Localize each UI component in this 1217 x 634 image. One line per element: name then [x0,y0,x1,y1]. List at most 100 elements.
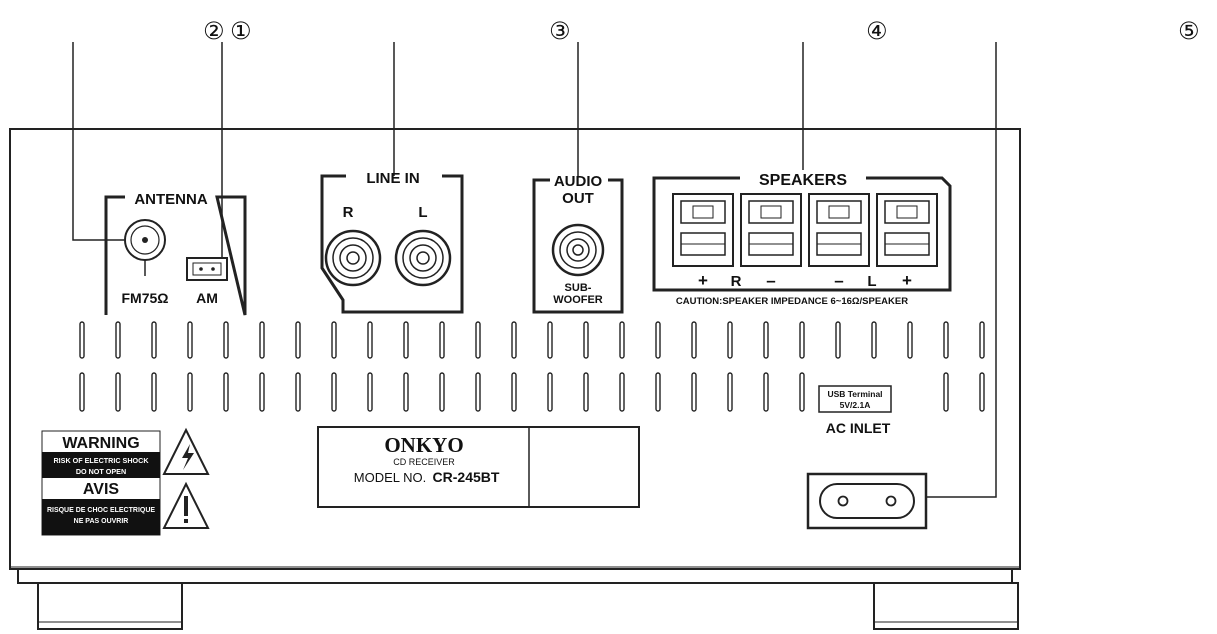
electric-shock-warning-icon [162,427,210,475]
warning-text-2: DO NOT OPEN [76,467,126,476]
vent-slot [763,372,769,412]
warning-text-1: RISK OF ELECTRIC SHOCK [53,456,149,465]
vent-slot [583,321,589,359]
base-plate [17,568,1013,584]
vent-slot [151,372,157,412]
model-nameplate: ONKYO CD RECEIVER MODEL NO. CR-245BT [317,426,640,508]
model-number: CR-245BT [433,469,500,485]
speaker-terminal-l-plus [876,193,938,267]
vent-slots [79,321,985,412]
vent-slot [223,372,229,412]
vent-slot [511,372,517,412]
vent-slot [727,372,733,412]
vent-slot [943,321,949,359]
vent-slot [799,372,805,412]
nameplate-frame [317,426,640,508]
line-in-bracket [320,174,464,314]
product-type: CD RECEIVER [393,457,455,467]
callout-4: ④ [866,17,888,45]
vent-slot [79,372,85,412]
antenna-section: ANTENNA FM75Ω AM [104,191,247,316]
speakers-title: SPEAKERS [759,172,847,189]
subwoofer-label-1: SUB- [565,282,592,294]
vent-slot [619,372,625,412]
leader-line-1 [72,42,124,241]
vent-slot [295,372,301,412]
leader-line-5 [926,42,997,498]
callout-1: ① [230,17,252,45]
vent-slot [979,372,985,412]
vent-slot [403,372,409,412]
speakers-section: SPEAKERS + R [652,172,952,307]
ac-inlet-frame [806,472,928,530]
speaker-terminal-r-minus [740,193,802,267]
vent-slot [799,321,805,359]
model-prefix: MODEL NO. [354,470,426,485]
vent-slot [439,372,445,412]
vent-slot [115,372,121,412]
vent-slot [367,372,373,412]
line-in-r-label: R [343,204,354,221]
vent-slot [151,321,157,359]
polarity-r-minus: – [766,271,775,290]
am-pin-a [199,267,203,271]
line-in-title: LINE IN [366,170,419,187]
fm-jack-pin [142,237,148,243]
vent-slot [475,321,481,359]
usb-label-box [818,385,892,413]
ac-inlet-section: AC INLET [806,420,928,530]
vent-slot [979,321,985,359]
polarity-l-label: L [867,273,876,290]
vent-slot [655,321,661,359]
vent-slot [295,321,301,359]
vent-slot [691,372,697,412]
fm-label: FM75Ω [121,290,168,306]
foot-right [873,582,1019,630]
vent-slot [223,321,229,359]
warning-band [42,452,160,478]
warning-title: WARNING [62,435,139,452]
ac-pin-right [885,495,897,507]
callout-2: ② [203,17,225,45]
line-in-section: LINE IN R L [320,170,464,314]
polarity-r-label: R [731,273,742,290]
foot-left [37,582,183,630]
audio-out-section: AUDIO OUT SUB- WOOFER [532,173,624,314]
audio-out-title-1: AUDIO [554,173,603,190]
am-pin-b [211,267,215,271]
vent-slot [619,321,625,359]
vent-slot [115,321,121,359]
callout-3: ③ [549,17,571,45]
ac-pin-left [837,495,849,507]
vent-slot [727,321,733,359]
vent-slot [187,372,193,412]
polarity-l-plus: + [902,271,912,290]
vent-slot [547,321,553,359]
vent-slot [331,372,337,412]
vent-slot [835,321,841,359]
polarity-r-plus: + [698,271,708,290]
vent-slot [943,372,949,412]
am-terminal [186,257,228,281]
vent-slot [439,321,445,359]
antenna-bracket [104,195,247,316]
vent-slot [259,372,265,412]
line-in-l-jack [394,229,452,287]
avis-band [42,499,160,535]
speaker-caution: CAUTION:SPEAKER IMPEDANCE 6~16Ω/SPEAKER [676,296,908,307]
ac-inlet-label: AC INLET [826,420,891,436]
line-in-r-jack [324,229,382,287]
antenna-title: ANTENNA [134,191,207,208]
polarity-l-minus: – [834,271,843,290]
vent-slot [331,321,337,359]
usb-terminal: USB Terminal 5V/2.1A [818,385,892,413]
subwoofer-jack [551,223,605,277]
audio-out-title-2: OUT [562,190,594,207]
speaker-terminal-l-minus [808,193,870,267]
vent-slot [367,321,373,359]
vent-slot [871,321,877,359]
avis-title: AVIS [83,481,119,498]
usb-label-line2: 5V/2.1A [840,400,871,410]
